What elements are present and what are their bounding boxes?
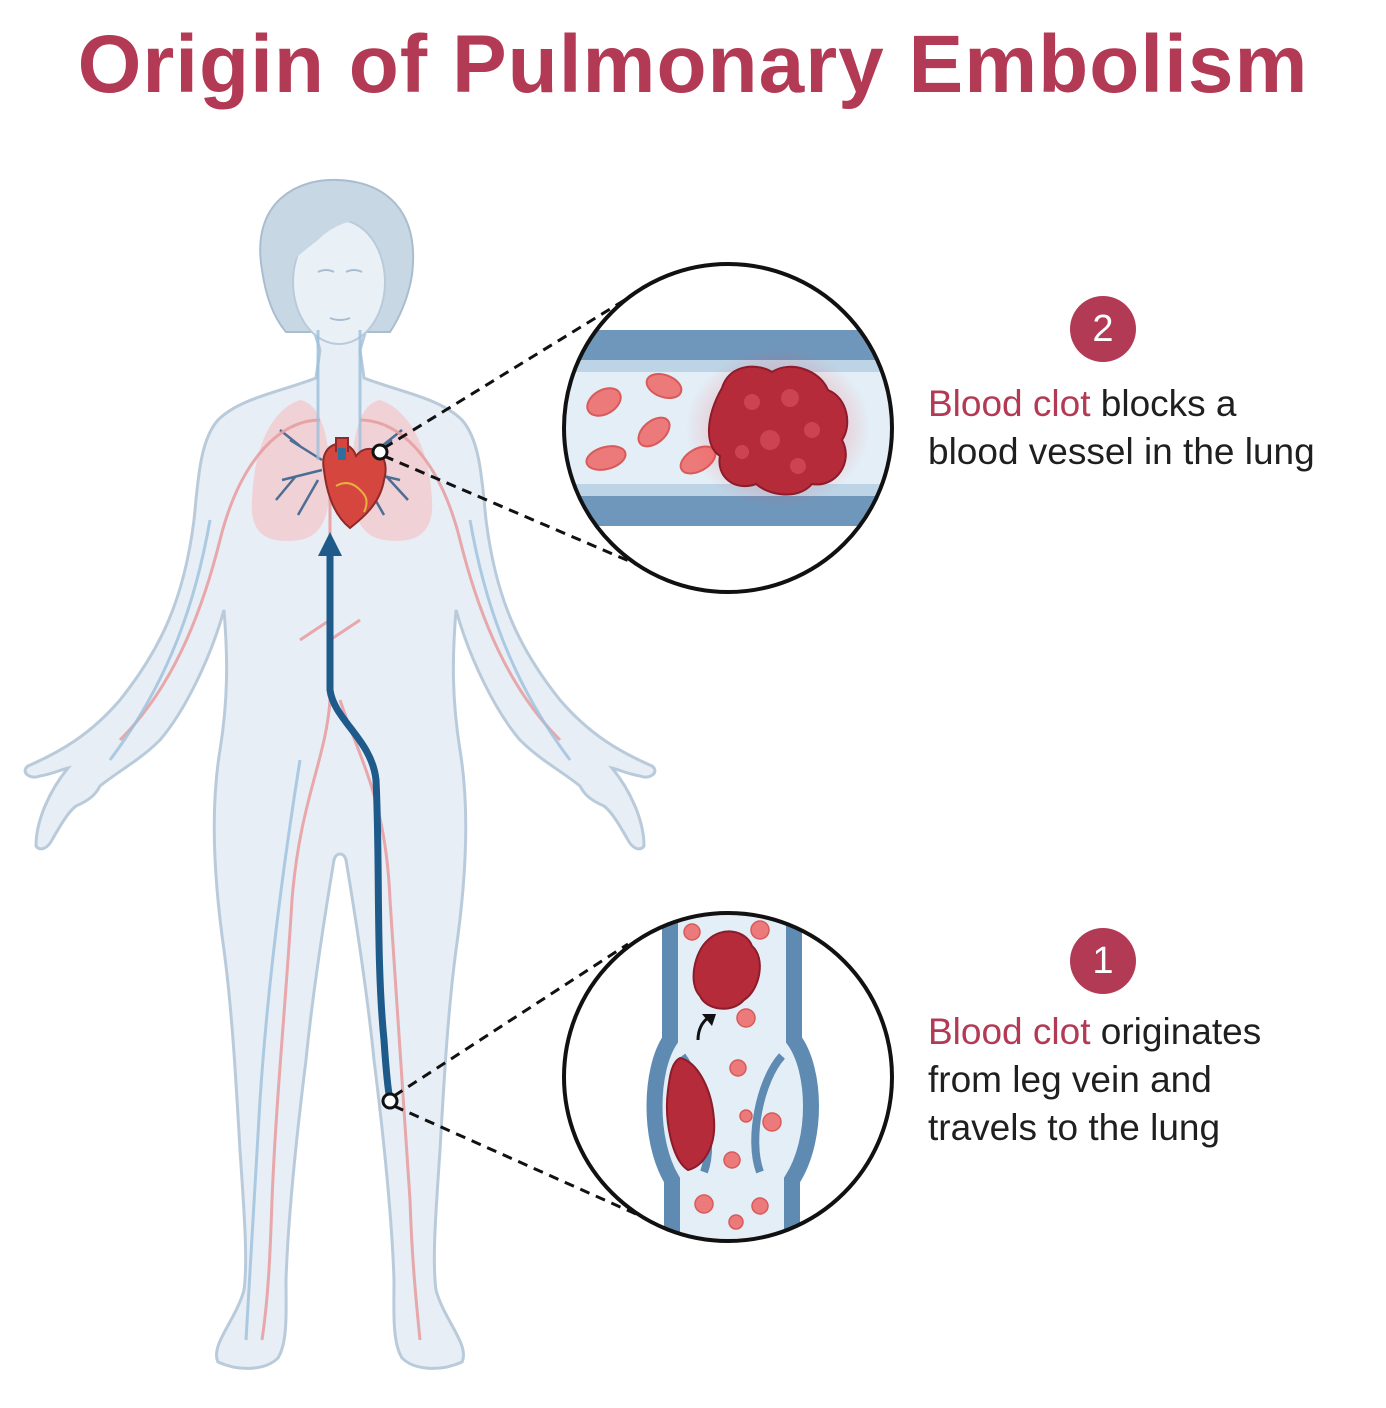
step-2-badge: 2	[1070, 296, 1136, 362]
clot-travel-path	[326, 544, 394, 1104]
body-silhouette	[23, 224, 657, 1370]
page-title: Origin of Pulmonary Embolism	[77, 19, 1309, 110]
step-1-badge: 1	[1070, 928, 1136, 994]
zoom-connectors	[383, 296, 637, 1216]
step-2-line-1: Blood clot blocks a	[928, 380, 1315, 428]
leg-vein-zoom	[562, 911, 894, 1243]
step-2-caption: Blood clot blocks a blood vessel in the …	[928, 380, 1315, 476]
lung-zoom-marker	[371, 443, 389, 461]
heart-icon	[322, 437, 387, 530]
human-body-figure	[23, 178, 657, 1370]
veins	[108, 330, 572, 1341]
hair-fringe	[290, 211, 388, 262]
step-2-line-2: blood vessel in the lung	[928, 431, 1315, 472]
arteries	[118, 418, 562, 1341]
red-blood-cells	[683, 920, 782, 1230]
step-1-line-1: Blood clot originates	[928, 1008, 1261, 1056]
left-lung	[251, 400, 330, 541]
step-1-caption: Blood clot originates from leg vein and …	[928, 1008, 1261, 1152]
lung-vessel-zoom	[562, 262, 894, 594]
travel-arrowhead	[318, 532, 342, 556]
step-1-line-3: travels to the lung	[928, 1107, 1221, 1148]
step-1-line-1-rest: originates	[1090, 1011, 1262, 1052]
step-1-highlight: Blood clot	[928, 1011, 1091, 1052]
leg-zoom-marker	[381, 1092, 399, 1110]
blood-clot-leg	[666, 1056, 716, 1172]
clot-fragment	[692, 930, 761, 1010]
blood-clot-lung	[708, 365, 849, 496]
step-2-highlight: Blood clot	[928, 383, 1091, 424]
step-2-line-1-rest: blocks a	[1090, 383, 1237, 424]
step-1-line-2: from leg vein and	[928, 1059, 1212, 1100]
